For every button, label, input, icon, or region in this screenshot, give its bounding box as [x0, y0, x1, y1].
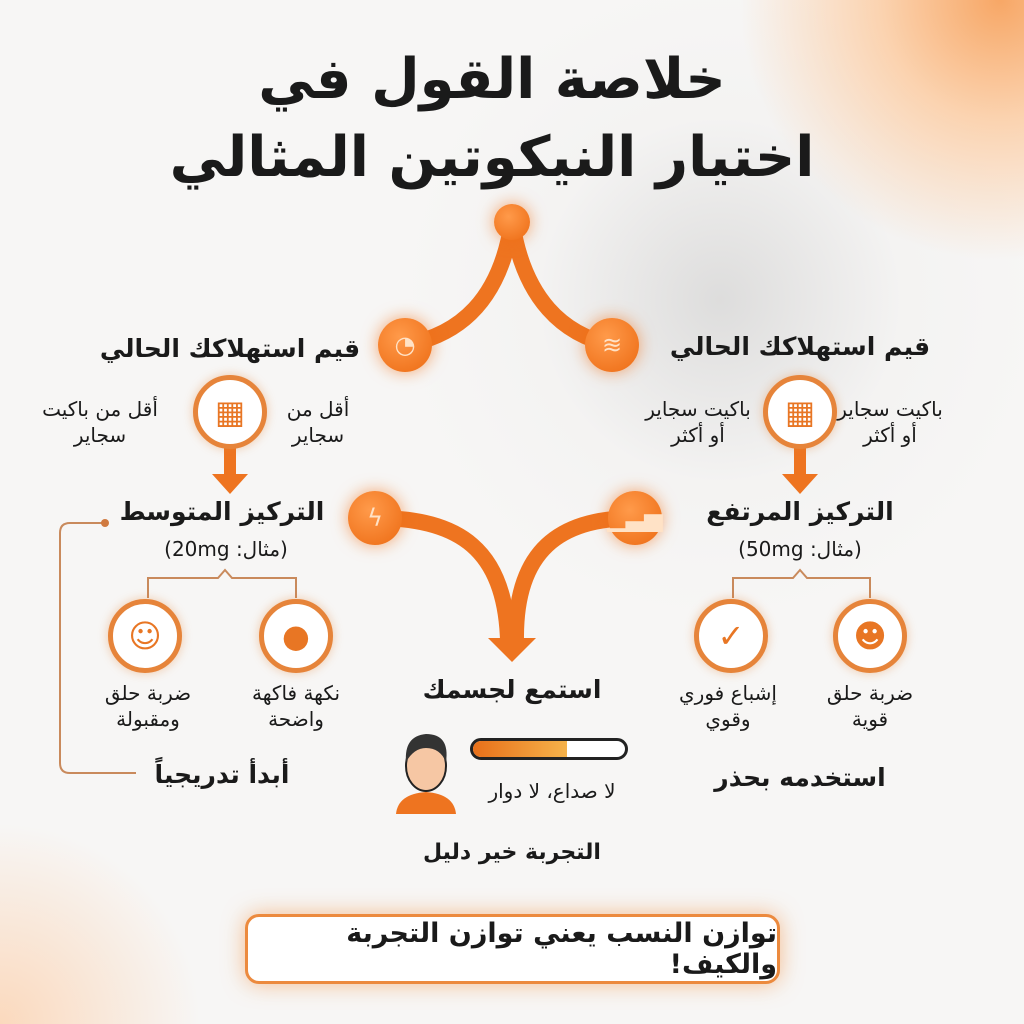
- left-option-b-line2: سجاير: [73, 423, 127, 447]
- avatar-icon: [396, 734, 456, 814]
- fruit-icon: ●: [259, 599, 333, 673]
- title-line-1: خلاصة القول في: [258, 47, 726, 112]
- arrow-right: [782, 474, 818, 494]
- left-feature-1-line2: ومقبولة: [116, 707, 180, 731]
- right-example: (مثال: 50mg): [738, 537, 862, 561]
- right-feature-2-line2: قوية: [851, 707, 889, 731]
- throat-icon: ☺: [108, 599, 182, 673]
- cigarette-pack-icon: ▦: [193, 375, 267, 449]
- right-header: قيم استهلاكك الحالي: [669, 332, 931, 361]
- loop-line-left: [59, 522, 136, 774]
- left-option-b-line1: أقل من باكيت: [42, 397, 158, 421]
- comfort-progress-bar: [470, 738, 628, 760]
- throat-strong-icon: ☻: [833, 599, 907, 673]
- right-advice: استخدمه بحذر: [714, 763, 886, 792]
- gauge-icon: ◔: [378, 318, 432, 372]
- right-option-a-line2: أو أكثر: [863, 423, 917, 447]
- left-header: قيم استهلاكك الحالي: [99, 334, 361, 363]
- right-level: التركيز المرتفع: [706, 497, 894, 526]
- center-footer: التجربة خير دليل: [423, 840, 601, 865]
- bottom-banner: توازن النسب يعني توازن التجربة والكيف!: [245, 914, 780, 984]
- left-option-a-line1: أقل من: [286, 397, 350, 421]
- right-option-b-line1: باكيت سجاير: [645, 397, 751, 421]
- lightning-icon: ϟ: [348, 491, 402, 545]
- arrow-center: [488, 638, 536, 662]
- title-line-2: اختيار النيكوتين المثالي: [169, 125, 815, 190]
- left-advice: أبدأ تدريجياً: [154, 760, 290, 789]
- bracket-right: [732, 568, 871, 598]
- arrow-left: [212, 474, 248, 494]
- right-feature-1-line1: إشباع فوري: [679, 681, 777, 705]
- right-option-b-line2: أو أكثر: [671, 423, 725, 447]
- bracket-left: [147, 568, 297, 598]
- left-feature-1-line1: ضربة حلق: [104, 681, 192, 705]
- fingerprint-icon: ≋: [585, 318, 639, 372]
- check-icon: ✓: [694, 599, 768, 673]
- left-feature-2-line2: واضحة: [268, 707, 324, 731]
- right-feature-2-line1: ضربة حلق: [826, 681, 914, 705]
- center-heading: استمع لجسمك: [422, 675, 602, 704]
- top-node: [494, 204, 530, 240]
- comfort-progress-fill: [473, 741, 568, 757]
- left-level: التركيز المتوسط: [119, 497, 325, 526]
- right-feature-1-line2: وقوي: [705, 707, 751, 731]
- connector-mid-left: [367, 510, 516, 648]
- right-option-a-line1: باكيت سجاير: [837, 397, 943, 421]
- left-option-a-line2: سجاير: [291, 423, 345, 447]
- center-status: لا صداع، لا دوار: [488, 779, 616, 803]
- left-feature-2-line1: نكهة فاكهة: [251, 681, 341, 705]
- banner-text: توازن النسب يعني توازن التجربة والكيف!: [346, 918, 777, 980]
- growth-chart-icon: ▁▃▅: [607, 491, 663, 545]
- left-example: (مثال: 20mg): [164, 537, 288, 561]
- cigarette-pack-icon: ▦: [763, 375, 837, 449]
